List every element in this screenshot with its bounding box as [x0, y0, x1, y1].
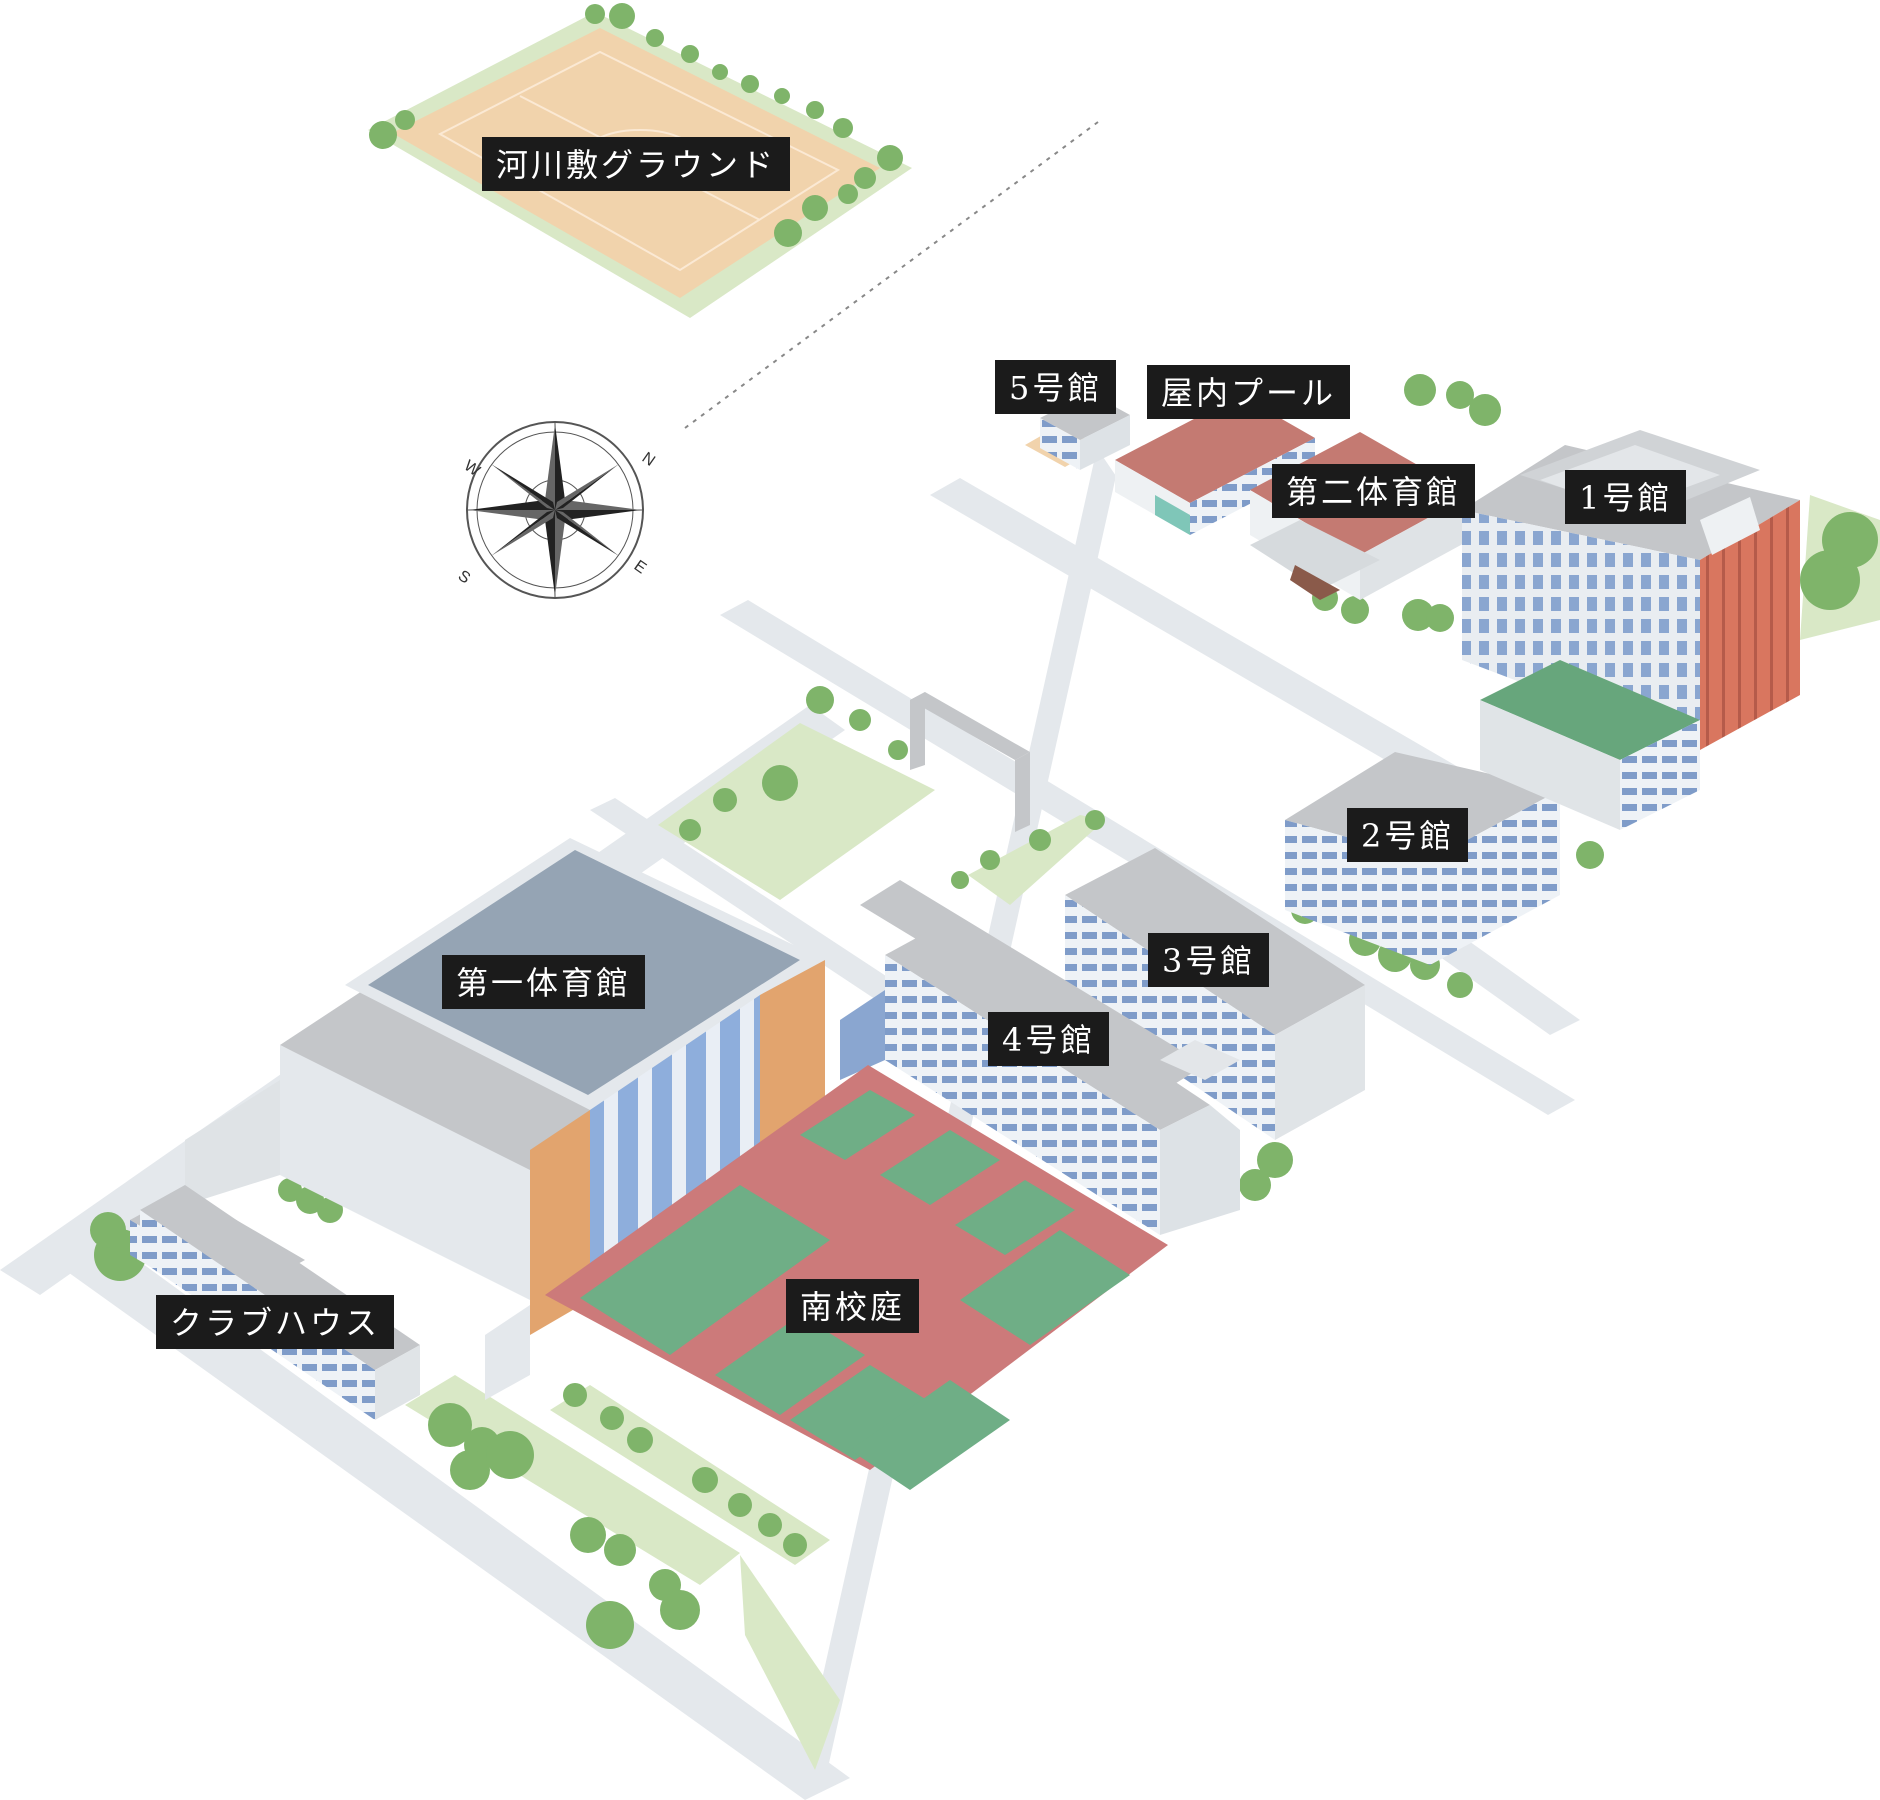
compass-rose-icon: N W E S	[455, 421, 658, 599]
label-first-gym[interactable]: 第一体育館	[442, 955, 646, 1009]
compass-south: S	[455, 567, 473, 587]
trees	[90, 374, 1878, 1649]
building-4	[840, 880, 1240, 1235]
label-building-2[interactable]: 2号館	[1347, 808, 1469, 862]
building-2	[1285, 660, 1700, 965]
label-indoor-pool[interactable]: 屋内プール	[1147, 365, 1351, 419]
label-south-courtyard[interactable]: 南校庭	[786, 1279, 920, 1333]
label-building-4[interactable]: 4号館	[988, 1012, 1110, 1066]
label-second-gym[interactable]: 第二体育館	[1272, 464, 1476, 518]
label-riverside-ground[interactable]: 河川敷グラウンド	[482, 137, 791, 191]
label-club-house[interactable]: クラブハウス	[156, 1295, 395, 1349]
riverside-trees	[369, 3, 903, 247]
compass-east: E	[631, 557, 649, 577]
label-building-1[interactable]: 1号館	[1565, 470, 1687, 524]
south-courtyard	[545, 1065, 1168, 1490]
label-building-3[interactable]: 3号館	[1148, 933, 1270, 987]
gate-frame	[910, 692, 1030, 832]
compass-north: N	[639, 449, 658, 470]
label-building-5[interactable]: 5号館	[995, 360, 1117, 414]
indoor-pool	[1115, 395, 1315, 535]
